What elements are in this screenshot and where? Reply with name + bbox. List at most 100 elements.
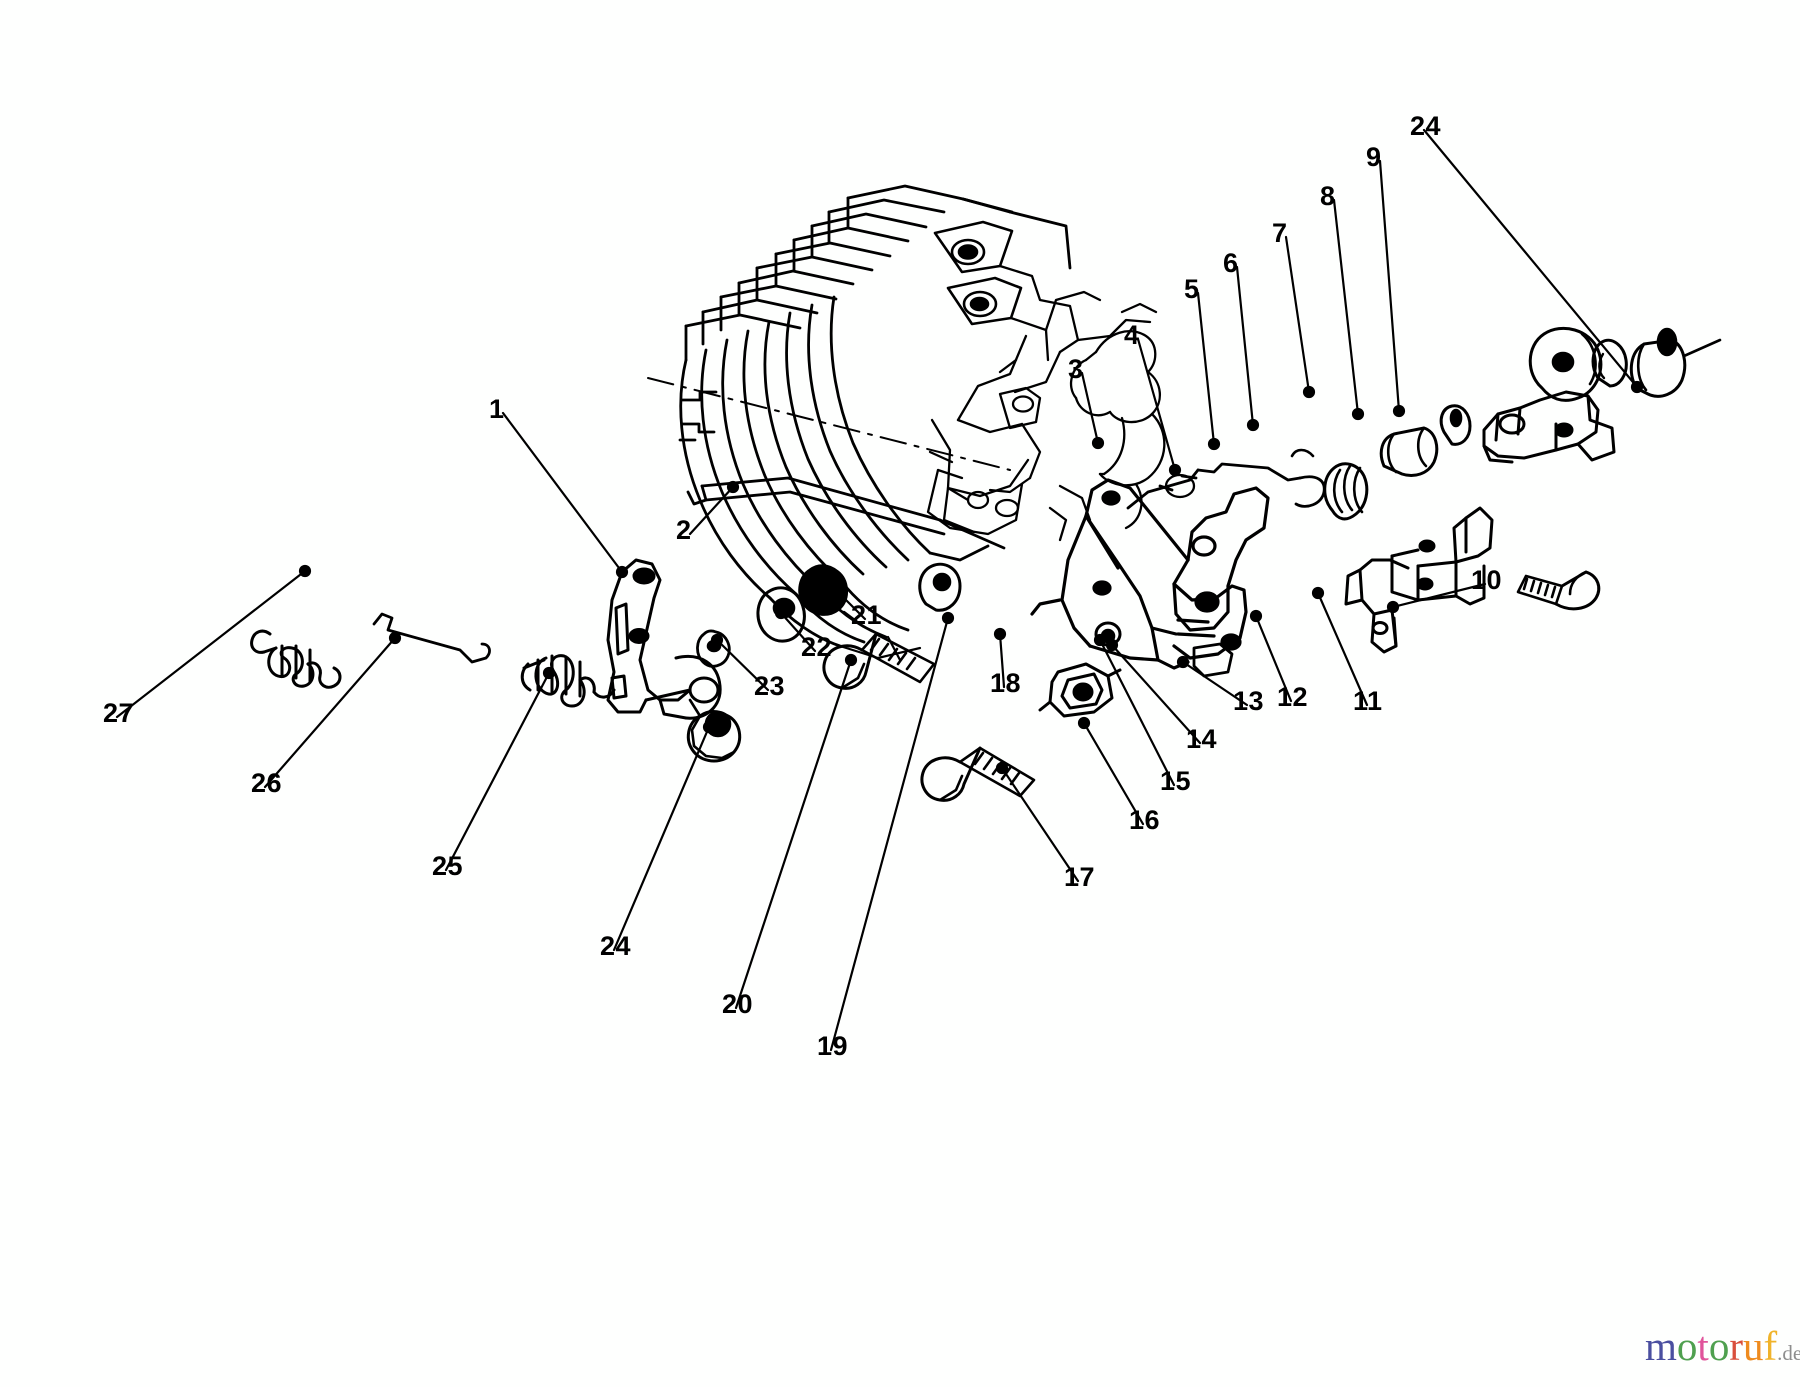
callout-number-25: 25: [432, 851, 464, 881]
callout-number-3: 3: [1068, 354, 1084, 384]
leader-line: [1284, 235, 1311, 394]
callout-number-8: 8: [1320, 181, 1336, 211]
leader-terminator-dot: [388, 631, 402, 645]
watermark-letter: f: [1763, 1323, 1778, 1369]
leader-terminator-dot: [1302, 385, 1316, 399]
engine-cylinder-head: [678, 184, 1072, 648]
watermark-letter: o: [1708, 1323, 1730, 1369]
callout-number-26: 26: [251, 768, 283, 798]
leader-line: [501, 411, 624, 574]
leader-line: [688, 485, 735, 536]
part-19-washer: [918, 562, 962, 612]
axis-centerline: [647, 377, 1011, 471]
leader-terminator-dot: [1077, 716, 1091, 730]
leader-line: [612, 725, 711, 952]
part-20-bolt: [822, 632, 936, 690]
part-5-bushing: [1379, 426, 1439, 477]
leader-line: [1136, 337, 1177, 472]
leader-line: [829, 616, 950, 1052]
leader-line: [444, 671, 551, 872]
part-18-control-bracket: [1030, 478, 1270, 670]
leader-terminator-dot: [615, 565, 629, 579]
leader-line: [1110, 643, 1202, 745]
callout-number-14: 14: [1186, 724, 1218, 754]
leader-terminator-dot: [1392, 404, 1406, 418]
part-throttle-link-rod: [1126, 462, 1326, 510]
leader-terminator-dot: [726, 480, 740, 494]
part-governor-lever: [606, 558, 722, 720]
callout-number-16: 16: [1129, 805, 1161, 835]
leader-line: [1422, 128, 1639, 389]
part-8-disc: [1528, 326, 1603, 402]
part-7-throttle-lever: [1482, 390, 1616, 464]
callout-number-22: 22: [801, 632, 833, 662]
watermark-letter: t: [1697, 1323, 1709, 1369]
leader-line: [1332, 198, 1360, 416]
leader-line: [1000, 766, 1080, 883]
callout-number-6: 6: [1223, 248, 1239, 278]
watermark-letter: u: [1742, 1323, 1764, 1369]
part-12-latch-clamp: [1344, 558, 1410, 654]
leader-terminator-dot: [542, 666, 556, 680]
leader-terminator-dot: [710, 633, 724, 647]
leader-terminator-dot: [1351, 407, 1365, 421]
leader-terminator-dot: [1386, 600, 1400, 614]
leader-line: [1181, 660, 1249, 707]
leader-terminator-dot: [702, 720, 716, 734]
part-16-cable-clamp: [1038, 662, 1122, 718]
leader-line: [715, 638, 770, 692]
part-11-z-bracket: [1390, 506, 1494, 606]
callout-number-24b: 24: [1410, 111, 1442, 141]
leader-line: [1098, 638, 1176, 787]
callout-number-5: 5: [1184, 274, 1200, 304]
callout-number-10: 10: [1471, 565, 1503, 595]
part-6-washer: [1439, 404, 1472, 446]
leader-terminator-dot: [819, 573, 833, 587]
part-26-wire-rod: [372, 612, 491, 664]
leader-terminator-dot: [1168, 463, 1182, 477]
leader-terminator-dot: [941, 611, 955, 625]
callout-number-1: 1: [489, 394, 505, 424]
watermark-letter: r: [1729, 1323, 1743, 1369]
callout-number-7: 7: [1272, 218, 1288, 248]
leader-terminator-dot: [1630, 380, 1644, 394]
leader-terminator-dot: [1091, 436, 1105, 450]
callout-number-17: 17: [1064, 862, 1096, 892]
head-bolt-bosses: [933, 220, 1023, 326]
engine-lower-outline: [838, 476, 1032, 662]
leader-terminator-dot: [993, 627, 1007, 641]
leader-terminator-dot: [1207, 437, 1221, 451]
part-27-spring: [250, 629, 342, 689]
part-21-nut: [798, 564, 862, 626]
leader-line: [1316, 591, 1369, 707]
leader-terminator-dot: [1105, 638, 1119, 652]
watermark-suffix: .de: [1777, 1341, 1800, 1365]
leader-line: [779, 611, 817, 653]
callout-number-4: 4: [1124, 320, 1140, 350]
callout-number-15: 15: [1160, 766, 1192, 796]
leader-line: [998, 632, 1006, 689]
leader-terminator-dot: [995, 761, 1009, 775]
callout-number-27: 27: [103, 698, 135, 728]
motoruf-watermark: motoruf.de: [1645, 1326, 1800, 1367]
leader-terminator-dot: [774, 606, 788, 620]
leader-line: [1196, 291, 1216, 446]
leader-line: [734, 658, 853, 1010]
part-24-top-nut: [1629, 327, 1722, 398]
leader-line: [1080, 371, 1100, 445]
callout-number-20: 20: [722, 989, 754, 1019]
callout-number-18: 18: [990, 668, 1022, 698]
leader-terminator-dot: [844, 653, 858, 667]
leader-line: [1378, 159, 1401, 413]
leader-line: [824, 578, 867, 621]
leader-terminator-dot: [1311, 586, 1325, 600]
callout-number-23: 23: [754, 671, 786, 701]
leader-terminator-dot: [1093, 633, 1107, 647]
leader-line: [1235, 265, 1255, 427]
leader-terminator-dot: [298, 564, 312, 578]
watermark-letter: o: [1676, 1323, 1698, 1369]
callout-number-2: 2: [676, 515, 692, 545]
part-25-spring: [520, 654, 616, 708]
